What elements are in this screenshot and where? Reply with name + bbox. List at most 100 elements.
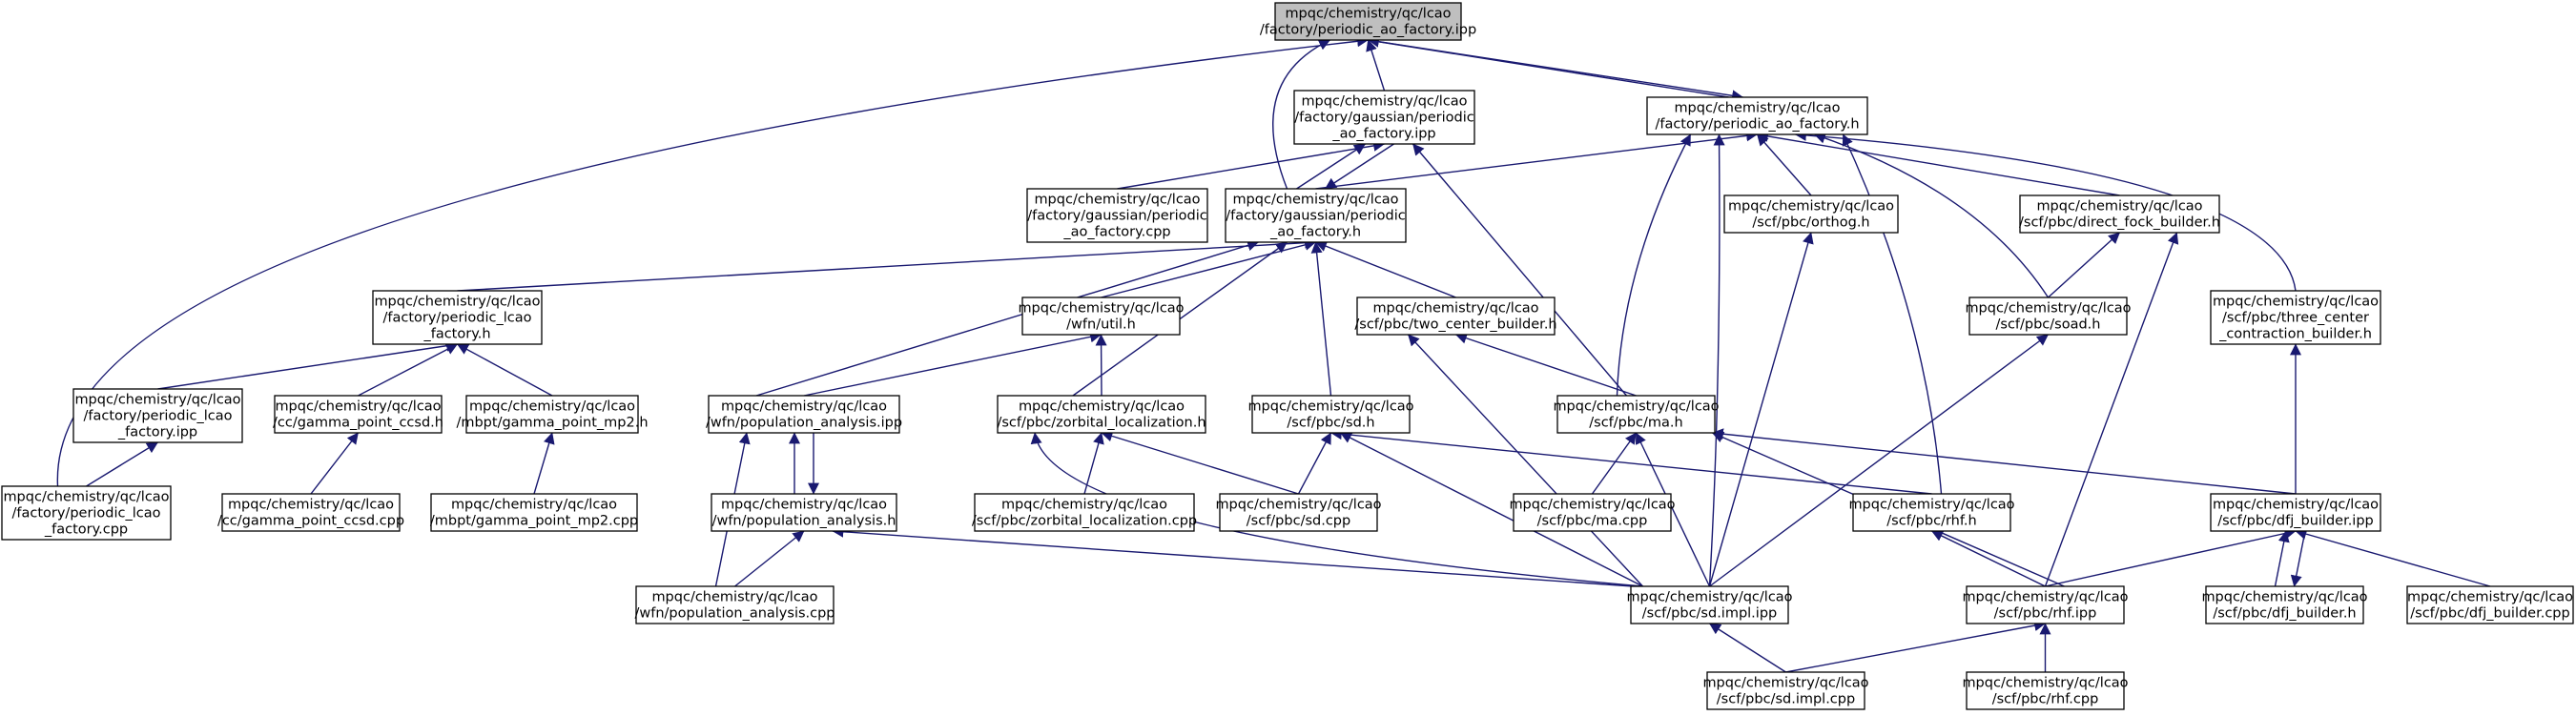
node-label-line: mpqc/chemistry/qc/lcao [651, 590, 817, 605]
file-node-tcb-h[interactable]: mpqc/chemistry/qc/lcao/scf/pbc/two_cente… [1354, 297, 1557, 336]
node-label-line: /wfn/population_analysis.cpp [634, 606, 835, 622]
edge-rhf_ipp-to-dfb_h [2044, 232, 2179, 587]
edge-sd_cpp-to-zorb_h [1101, 430, 1299, 495]
file-node-dfj-h[interactable]: mpqc/chemistry/qc/lcao/scf/pbc/dfj_build… [2201, 585, 2368, 624]
file-node-dfb-h[interactable]: mpqc/chemistry/qc/lcao/scf/pbc/direct_fo… [2019, 194, 2220, 234]
node-label-line: mpqc/chemistry/qc/lcao [1509, 498, 1675, 513]
file-node-ma-h[interactable]: mpqc/chemistry/qc/lcao/scf/pbc/ma.h [1553, 395, 1720, 434]
node-box [1706, 671, 1865, 710]
dependency-edges [56, 35, 2491, 673]
file-node-pao-h[interactable]: mpqc/chemistry/qc/lcao/factory/periodic_… [1646, 96, 1868, 135]
node-box [1852, 493, 2011, 532]
file-node-util-h[interactable]: mpqc/chemistry/qc/lcao/wfn/util.h [1018, 297, 1185, 336]
file-node-mp2-cpp[interactable]: mpqc/chemistry/qc/lcao/mbpt/gamma_point_… [430, 493, 638, 532]
node-box [1, 485, 172, 541]
node-label-line: /scf/pbc/three_center [2222, 311, 2369, 326]
file-node-soad-h[interactable]: mpqc/chemistry/qc/lcao/scf/pbc/soad.h [1965, 297, 2132, 336]
file-node-gauss-h[interactable]: mpqc/chemistry/qc/lcao/factory/gaussian/… [1225, 188, 1407, 243]
file-node-ccsd-cpp[interactable]: mpqc/chemistry/qc/lcao/cc/gamma_point_cc… [217, 493, 404, 532]
node-label-line: /scf/pbc/direct_fock_builder.h [2019, 215, 2220, 231]
file-node-rhf-h[interactable]: mpqc/chemistry/qc/lcao/scf/pbc/rhf.h [1848, 493, 2015, 532]
edge-plcao_cpp-to-plcao_ipp [86, 441, 159, 487]
file-node-sdimpl-ipp[interactable]: mpqc/chemistry/qc/lcao/scf/pbc/sd.impl.i… [1626, 585, 1793, 624]
node-label-line: /scf/pbc/two_center_builder.h [1354, 317, 1556, 333]
file-node-dfj-ipp[interactable]: mpqc/chemistry/qc/lcao/scf/pbc/dfj_build… [2210, 493, 2381, 532]
edge-rhf_h-to-sd_h [1329, 428, 1932, 495]
node-box [1251, 395, 1411, 434]
node-label-line: /scf/pbc/zorbital_localization.h [997, 416, 1206, 431]
node-label-line: /scf/pbc/dfj_builder.ipp [2217, 514, 2374, 529]
node-label-line: /wfn/util.h [1066, 317, 1136, 333]
edge-rhf_ipp-to-rhf_h [1930, 530, 2046, 587]
node-label-line: /cc/gamma_point_ccsd.h [273, 416, 443, 431]
node-box [1356, 297, 1556, 336]
file-node-gauss-ipp[interactable]: mpqc/chemistry/qc/lcao/factory/gaussian/… [1293, 90, 1475, 145]
file-node-tccb-h[interactable]: mpqc/chemistry/qc/lcao/scf/pbc/three_cen… [2210, 290, 2381, 345]
file-node-root[interactable]: mpqc/chemistry/qc/lcao/factory/periodic_… [1260, 2, 1476, 41]
node-label-line: /scf/pbc/ma.h [1589, 416, 1682, 431]
file-node-popan-h[interactable]: mpqc/chemistry/qc/lcao/wfn/population_an… [711, 493, 897, 532]
edge-sdimpl_ipp-to-soad_h [1709, 334, 2049, 587]
file-node-ccsd-h[interactable]: mpqc/chemistry/qc/lcao/cc/gamma_point_cc… [273, 395, 443, 434]
file-node-rhf-cpp[interactable]: mpqc/chemistry/qc/lcao/scf/pbc/rhf.cpp [1962, 671, 2129, 710]
node-label-line: mpqc/chemistry/qc/lcao [1372, 301, 1538, 317]
edge-rhf_ipp-to-dfj_ipp [2045, 527, 2297, 587]
edge-sdimpl_ipp-to-popan_h [832, 525, 1634, 587]
node-box [1968, 297, 2128, 336]
file-node-plcao-cpp[interactable]: mpqc/chemistry/qc/lcao/factory/periodic_… [1, 485, 172, 541]
node-label-line: mpqc/chemistry/qc/lcao [1285, 7, 1451, 22]
node-box [711, 493, 897, 532]
node-box [274, 395, 443, 434]
edge-tccb_h-to-pao_h [1794, 129, 2297, 292]
node-label-line: /scf/pbc/dfj_builder.cpp [2410, 606, 2569, 622]
node-box [221, 493, 401, 532]
node-label-line: /scf/pbc/soad.h [1996, 317, 2101, 333]
edge-ccsd_h-to-plcao_h [358, 343, 459, 397]
node-label-line: mpqc/chemistry/qc/lcao [1247, 399, 1413, 415]
file-node-mp2-h[interactable]: mpqc/chemistry/qc/lcao/mbpt/gamma_point_… [456, 395, 649, 434]
node-box [1026, 188, 1208, 243]
node-label-line: mpqc/chemistry/qc/lcao [1626, 590, 1792, 605]
file-node-rhf-ipp[interactable]: mpqc/chemistry/qc/lcao/scf/pbc/rhf.ipp [1962, 585, 2129, 624]
node-label-line: /scf/pbc/dfj_builder.h [2213, 606, 2356, 622]
node-box [372, 290, 543, 345]
file-node-gauss-cpp[interactable]: mpqc/chemistry/qc/lcao/factory/gaussian/… [1026, 188, 1208, 243]
node-label-line: /factory/periodic_lcao [382, 311, 531, 326]
file-node-sd-h[interactable]: mpqc/chemistry/qc/lcao/scf/pbc/sd.h [1247, 395, 1414, 434]
file-node-zorb-h[interactable]: mpqc/chemistry/qc/lcao/scf/pbc/zorbital_… [997, 395, 1206, 434]
node-box [72, 388, 243, 443]
file-node-plcao-ipp[interactable]: mpqc/chemistry/qc/lcao/factory/periodic_… [72, 388, 243, 443]
node-label-line: /scf/pbc/sd.cpp [1247, 514, 1350, 529]
file-node-dfj-cpp[interactable]: mpqc/chemistry/qc/lcao/scf/pbc/dfj_build… [2406, 585, 2574, 624]
node-label-line: /scf/pbc/ma.cpp [1537, 514, 1648, 529]
file-node-sdimpl-cpp[interactable]: mpqc/chemistry/qc/lcao/scf/pbc/sd.impl.c… [1702, 671, 1869, 710]
node-label-line: _factory.cpp [44, 522, 128, 538]
edge-gauss_h-to-gauss_ipp [1296, 143, 1367, 190]
file-node-ma-cpp[interactable]: mpqc/chemistry/qc/lcao/scf/pbc/ma.cpp [1509, 493, 1676, 532]
node-box [1556, 395, 1716, 434]
node-label-line: _contraction_builder.h [2218, 327, 2372, 342]
file-node-popan-ipp[interactable]: mpqc/chemistry/qc/lcao/wfn/population_an… [706, 395, 902, 434]
node-label-line: /factory/periodic_lcao [83, 409, 232, 424]
file-node-zorb-cpp[interactable]: mpqc/chemistry/qc/lcao/scf/pbc/zorbital_… [972, 493, 1197, 532]
file-node-popan-cpp[interactable]: mpqc/chemistry/qc/lcao/wfn/population_an… [634, 585, 835, 624]
file-node-orthog-h[interactable]: mpqc/chemistry/qc/lcao/scf/pbc/orthog.h [1723, 194, 1899, 234]
file-node-plcao-h[interactable]: mpqc/chemistry/qc/lcao/factory/periodic_… [372, 290, 543, 345]
edge-dfj_h-to-dfj_ipp [2274, 530, 2290, 587]
node-label-line: /scf/pbc/sd.impl.cpp [1717, 692, 1855, 707]
edge-rhf_h-to-pao_h [1842, 133, 1943, 495]
node-label-line: mpqc/chemistry/qc/lcao [1001, 498, 1167, 513]
node-label-line: /scf/pbc/sd.impl.ipp [1642, 606, 1777, 622]
edge-sdimpl_ipp-to-sd_h [1339, 432, 1643, 587]
edge-plcao_h-to-gauss_h [457, 236, 1317, 292]
node-label-line: mpqc/chemistry/qc/lcao [1965, 301, 2131, 317]
edge-soad_h-to-dfb_h [2048, 232, 2120, 298]
node-label-line: mpqc/chemistry/qc/lcao [1848, 498, 2014, 513]
edge-dfj_ipp-to-dfj_h [2290, 530, 2306, 587]
file-node-sd-cpp[interactable]: mpqc/chemistry/qc/lcao/scf/pbc/sd.cpp [1215, 493, 1382, 532]
edge-mp2_h-to-plcao_h [456, 343, 553, 397]
node-label-line: mpqc/chemistry/qc/lcao [1034, 193, 1200, 208]
node-label-line: /factory/periodic_lcao [11, 506, 160, 522]
node-label-line: mpqc/chemistry/qc/lcao [2213, 295, 2379, 310]
node-box [1293, 90, 1475, 145]
